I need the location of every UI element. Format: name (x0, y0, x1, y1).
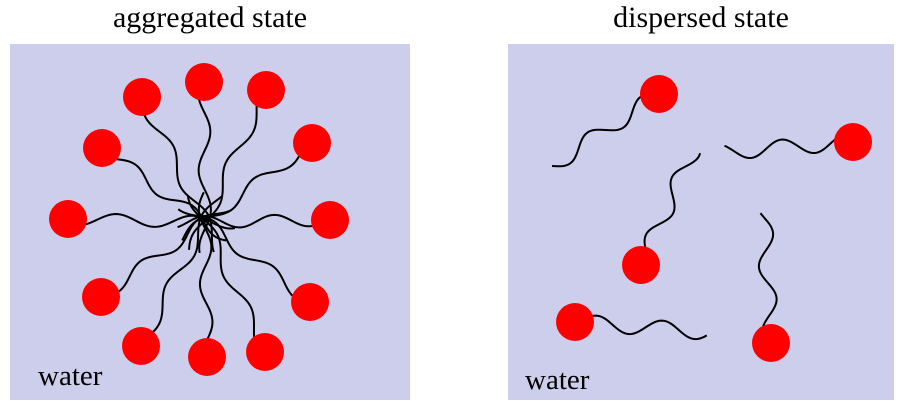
hydrophilic-head (246, 333, 284, 371)
hydrophilic-head (83, 129, 121, 167)
dispersed-molecules (551, 75, 872, 362)
hydrophilic-head (122, 327, 160, 365)
free-molecule (622, 152, 702, 284)
hydrophobic-tail (67, 213, 236, 230)
hydrophilic-head (247, 71, 285, 109)
free-molecule (752, 212, 790, 362)
hydrophobic-tail (141, 96, 215, 253)
hydrophilic-head (640, 75, 678, 113)
hydrophilic-head (291, 283, 329, 321)
hydrophilic-head (293, 124, 331, 162)
hydrophobic-tail (197, 81, 212, 253)
aggregated-state-title: aggregated state (112, 1, 308, 34)
dispersed-water-label: water (525, 364, 590, 396)
hydrophobic-tail (177, 208, 309, 305)
hydrophilic-head (49, 200, 87, 238)
hydrophobic-tail (757, 212, 778, 344)
micelle-molecule (177, 208, 329, 321)
hydrophobic-tail (197, 191, 214, 358)
free-molecule (556, 303, 708, 341)
micelle-molecule (185, 63, 223, 253)
hydrophilic-head (123, 78, 161, 116)
hydrophobic-tail (574, 314, 708, 341)
hydrophilic-head (834, 123, 872, 161)
aggregated-water-label: water (38, 360, 103, 392)
micelle-molecule (49, 200, 236, 238)
hydrophobic-tail (724, 133, 853, 160)
hydrophilic-head (622, 246, 660, 284)
hydrophobic-tail (551, 92, 660, 168)
hydrophobic-tail (97, 152, 227, 242)
hydrophilic-head (752, 324, 790, 362)
hydrophilic-head (185, 63, 223, 101)
hydrophilic-head (556, 303, 594, 341)
free-molecule (724, 123, 872, 161)
micelle-molecule (188, 191, 226, 376)
dispersed-state-title: dispersed state (613, 1, 789, 34)
hydrophobic-tail (643, 152, 702, 269)
free-molecule (551, 75, 678, 168)
micelle-molecule (83, 129, 227, 242)
micelle-molecule (82, 209, 232, 316)
hydrophilic-head (188, 338, 226, 376)
hydrophobic-tail (100, 209, 232, 299)
hydrophilic-head (82, 278, 120, 316)
aggregated-micelle (49, 63, 349, 376)
hydrophilic-head (311, 201, 349, 239)
